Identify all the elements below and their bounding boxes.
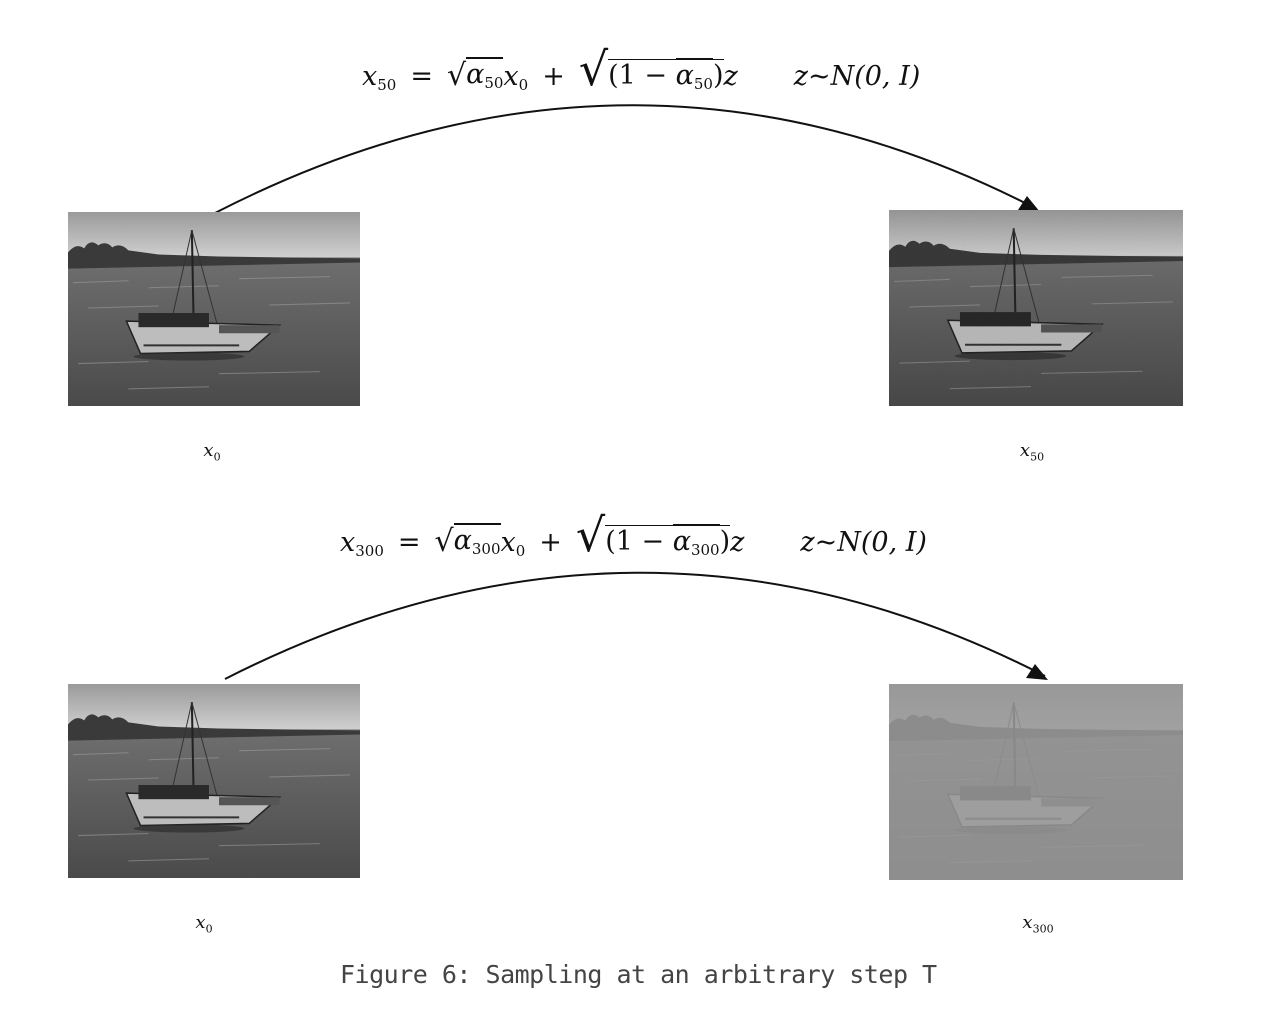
formula-top-equals: = [410,61,433,92]
formula-bottom-sqrt-noise: √ (1 − α300) [575,508,731,562]
formula-top-lhs: x50 [362,61,397,94]
image-x0-top [68,212,360,406]
formula-top-sqrt-alpha: √ α50 [446,57,504,93]
image-x300 [889,684,1183,880]
figure-caption: Figure 6: Sampling at an arbitrary step … [340,960,937,989]
formula-top-z: z [723,61,738,92]
label-x50: x50 [1019,440,1045,464]
formula-bottom-x0: x0 [500,527,526,560]
formula-top-x0: x0 [503,61,529,94]
formula-bottom: x300 = √ α300 x0 + √ (1 − α300) z z~N(0,… [340,512,927,559]
label-x0-bottom: x0 [195,912,213,936]
formula-bottom-plus: + [539,527,562,558]
image-x50 [889,210,1183,406]
formula-bottom-sqrt-alpha: √ α300 [434,523,501,559]
label-x300: x300 [1022,912,1054,936]
formula-bottom-lhs: x300 [340,527,384,560]
formula-bottom-distribution: z~N(0, I) [800,527,927,558]
formula-top-sqrt-noise: √ (1 − α50) [578,42,724,96]
image-x0-bottom [68,684,360,878]
formula-top-plus: + [542,61,565,92]
formula-bottom-z: z [730,527,745,558]
label-x0-top: x0 [203,440,221,464]
formula-top-distribution: z~N(0, I) [793,61,921,92]
formula-top: x50 = √ α50 x0 + √ (1 − α50) z z~N(0, I) [362,46,920,93]
formula-bottom-equals: = [397,527,421,558]
